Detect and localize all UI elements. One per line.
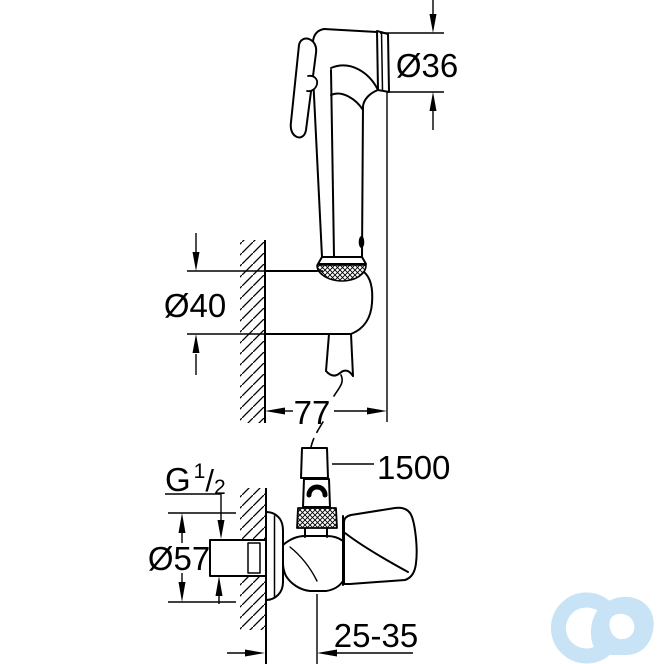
spray-trigger-lever (289, 37, 318, 139)
dimension-flange-diameter (168, 512, 236, 603)
watermark-d-icon (590, 596, 654, 655)
label-holder-projection: 77 (294, 394, 331, 431)
dimension-outlet-distance (227, 594, 413, 664)
wall-section-upper (240, 240, 266, 423)
dimension-holder-diameter (187, 233, 351, 375)
label-head-diameter: Ø36 (396, 47, 458, 84)
valve-handle-knob (343, 506, 418, 585)
label-outlet-distance: 25-35 (334, 617, 418, 654)
shower-hose-upper (325, 333, 330, 372)
angle-valve (209, 447, 418, 601)
dimension-head-diameter (380, 0, 444, 130)
handle-knurled-nut (316, 264, 367, 282)
valve-knurled-nut (296, 507, 338, 529)
watermark-c-icon (551, 592, 613, 664)
label-hose-length: 1500 (377, 449, 450, 486)
valve-body (282, 535, 344, 592)
dimension-annotations (165, 0, 444, 664)
shower-hose-lower (300, 447, 329, 479)
dimension-holder-projection (265, 92, 388, 422)
dimension-thread (165, 493, 225, 604)
store-watermark-logo (551, 592, 654, 664)
label-flange-diameter: Ø57 (148, 540, 210, 577)
handle-clip-detail (358, 236, 365, 248)
hand-shower (289, 28, 390, 282)
hose-break-line (310, 421, 324, 448)
label-holder-diameter: Ø40 (164, 287, 226, 324)
